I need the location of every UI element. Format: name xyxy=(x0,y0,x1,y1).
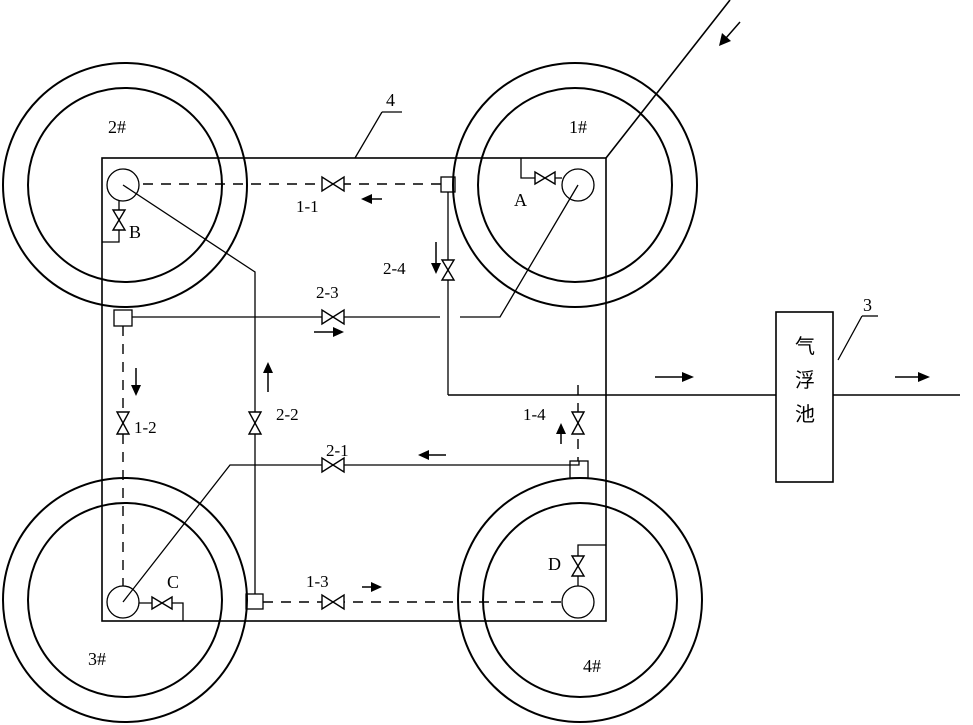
flotation-tank xyxy=(775,311,834,483)
frame-leader xyxy=(354,111,383,159)
valve-2-3[interactable] xyxy=(321,308,345,326)
flotation-label-line-2: 浮 xyxy=(795,368,815,392)
valve-label-2-2: 2-2 xyxy=(276,405,299,424)
valve-2-1[interactable] xyxy=(321,456,345,474)
valve-1-4[interactable] xyxy=(570,411,586,435)
system-1-pipes xyxy=(122,183,579,603)
tank-label-4: 4# xyxy=(583,656,601,676)
tank-label-1: 1# xyxy=(569,117,587,137)
valve-label-2-3: 2-3 xyxy=(316,283,339,302)
point-label-b: B xyxy=(129,222,141,242)
valve-label-1-4: 1-4 xyxy=(523,405,546,424)
point-label-c: C xyxy=(167,572,179,592)
flotation-label-line-3: 池 xyxy=(795,402,815,426)
flotation-ref: 3 xyxy=(863,295,872,315)
frame-ref: 4 xyxy=(386,90,395,110)
valve-label-1-3: 1-3 xyxy=(306,572,329,591)
flotation-label-line-1: 气 xyxy=(795,334,815,358)
tank-3 xyxy=(2,477,248,723)
valve-a[interactable] xyxy=(534,170,556,186)
valve-label-1-2: 1-2 xyxy=(134,418,157,437)
flow-arrow-1-2 xyxy=(131,368,141,396)
tank-1 xyxy=(452,62,698,308)
valve-d[interactable] xyxy=(570,555,586,577)
flow-arrow-2-4 xyxy=(431,242,441,274)
flow-arrow-2-1 xyxy=(418,450,446,460)
flow-arrow-inlet xyxy=(719,21,741,46)
inlet-pipe xyxy=(605,0,731,159)
sump-connections xyxy=(102,158,606,621)
tank-4 xyxy=(457,477,703,723)
valve-label-2-1: 2-1 xyxy=(326,441,349,460)
pipe-frame xyxy=(101,157,607,622)
tank-2 xyxy=(2,62,248,308)
sump-d xyxy=(561,585,595,619)
tank-label-3: 3# xyxy=(88,649,106,669)
pump-box-3 xyxy=(245,593,264,610)
sump-a xyxy=(561,168,595,202)
valve-1-3[interactable] xyxy=(321,593,345,611)
system-2-pipes xyxy=(122,184,776,603)
flow-arrow-outlet xyxy=(895,372,930,382)
point-label-d: D xyxy=(548,554,561,574)
flow-arrow-1-3 xyxy=(362,582,382,592)
tank-label-2: 2# xyxy=(108,117,126,137)
flow-arrow-to-flotation xyxy=(655,372,694,382)
valve-1-2[interactable] xyxy=(115,411,131,435)
flow-arrow-1-4 xyxy=(556,423,566,444)
flow-arrow-1-1 xyxy=(361,194,382,204)
point-label-a: A xyxy=(514,190,527,210)
valve-c[interactable] xyxy=(151,595,173,611)
valve-2-4[interactable] xyxy=(440,259,456,281)
valve-2-2[interactable] xyxy=(247,411,263,435)
sump-b xyxy=(106,168,140,202)
flow-arrow-2-3 xyxy=(314,327,344,337)
flow-arrow-2-2 xyxy=(263,362,273,392)
valve-1-1[interactable] xyxy=(321,175,345,193)
valve-label-1-1: 1-1 xyxy=(296,197,319,216)
pump-box-2 xyxy=(113,309,133,327)
valve-label-2-4: 2-4 xyxy=(383,259,406,278)
valve-b[interactable] xyxy=(111,209,127,231)
flotation-leader xyxy=(837,315,863,361)
